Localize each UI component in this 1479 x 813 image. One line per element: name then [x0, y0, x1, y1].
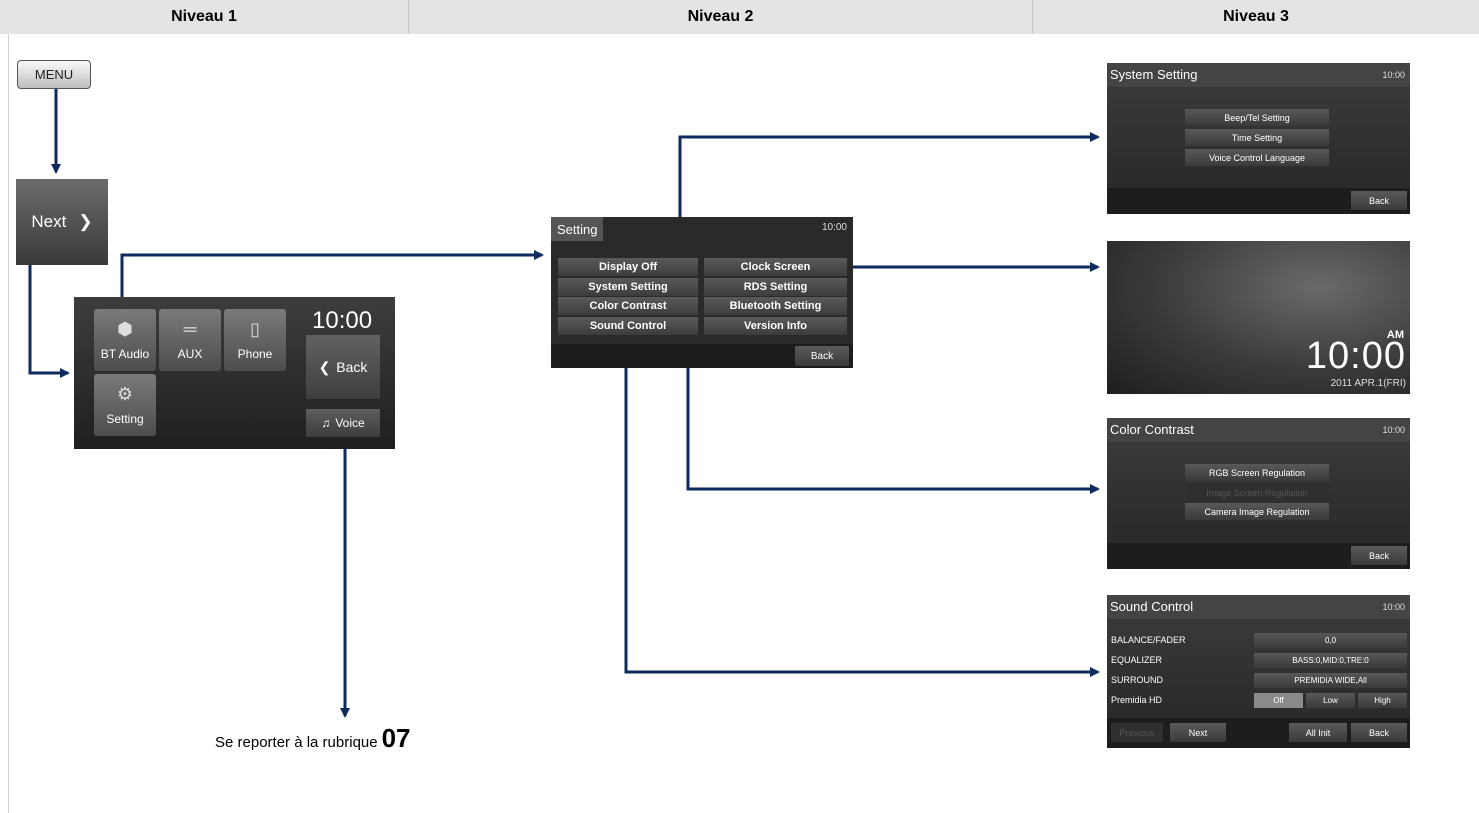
color-contrast-screen: Color Contrast 10:00 RGB Screen Regulati…	[1107, 418, 1410, 569]
balance-fader-value[interactable]: 0,0	[1254, 633, 1407, 648]
color-contrast-button[interactable]: Color Contrast	[558, 297, 698, 315]
sound-control-button[interactable]: Sound Control	[558, 317, 698, 335]
next-button[interactable]: Next	[1170, 723, 1226, 742]
tile-setting[interactable]: ⚙ Setting	[94, 374, 156, 436]
menu-button[interactable]: MENU	[17, 60, 91, 89]
header-level-1: Niveau 1	[0, 0, 409, 34]
back-label: Back	[336, 359, 368, 375]
version-info-button[interactable]: Version Info	[704, 317, 847, 335]
back-button[interactable]: Back	[1351, 546, 1407, 565]
back-button[interactable]: Back	[1351, 723, 1407, 742]
caption-text: Se reporter à la rubrique	[215, 734, 378, 751]
tile-aux[interactable]: ═ AUX	[159, 309, 221, 371]
clock-screen: AM 10:00 2011 APR.1(FRI)	[1107, 241, 1410, 394]
tile-label: Phone	[237, 347, 273, 361]
left-border	[8, 34, 9, 813]
voice-icon: ♫	[321, 416, 331, 430]
caption: Se reporter à la rubrique 07	[215, 723, 411, 754]
screen-titlebar	[1107, 595, 1410, 619]
hd-high-option[interactable]: High	[1358, 693, 1407, 708]
phone-icon: ▯	[250, 319, 260, 339]
tile-bt-audio[interactable]: ⬢ BT Audio	[94, 309, 156, 371]
screen-title: Sound Control	[1110, 599, 1194, 614]
setting-screen: Setting 10:00 Display Off System Setting…	[551, 217, 853, 368]
clock-ampm: AM	[1386, 329, 1404, 341]
clock-date: 2011 APR.1(FRI)	[1330, 378, 1406, 389]
all-init-button[interactable]: All Init	[1289, 723, 1347, 742]
arrow-color-contrast	[686, 318, 1100, 494]
arrow-next-to-home	[28, 265, 70, 378]
bluetooth-icon: ⬢	[117, 319, 133, 339]
sound-control-screen: Sound Control 10:00 BALANCE/FADER 0,0 EQ…	[1107, 595, 1410, 748]
back-button[interactable]: Back	[1351, 191, 1407, 210]
equalizer-label: EQUALIZER	[1111, 655, 1163, 665]
clock-screen-button[interactable]: Clock Screen	[704, 258, 847, 276]
chevron-right-icon: ❯	[78, 212, 93, 231]
screen-time: 10:00	[821, 222, 847, 233]
previous-button: Previous	[1111, 723, 1163, 742]
camera-image-regulation-button[interactable]: Camera Image Regulation	[1185, 503, 1329, 520]
voice-button[interactable]: ♫ Voice	[306, 409, 380, 437]
header-level-2: Niveau 2	[409, 0, 1033, 34]
caption-number: 07	[381, 723, 411, 753]
hd-off-option[interactable]: Off	[1254, 693, 1303, 708]
screen-title: System Setting	[1110, 67, 1198, 82]
screen-title: Color Contrast	[1110, 422, 1194, 437]
gear-icon: ⚙	[116, 384, 134, 404]
image-screen-regulation-button: Image Screen Regulation	[1185, 484, 1329, 501]
clock-time: 10:00	[312, 307, 373, 334]
beep-tel-setting-button[interactable]: Beep/Tel Setting	[1185, 109, 1329, 126]
voice-control-language-button[interactable]: Voice Control Language	[1185, 149, 1329, 166]
chevron-left-icon: ❮	[318, 358, 331, 375]
next-button[interactable]: Next ❯	[16, 179, 108, 265]
premidia-hd-label: Premidia HD	[1111, 695, 1163, 705]
screen-time: 10:00	[1382, 70, 1405, 80]
screen-time: 10:00	[1382, 425, 1405, 435]
surround-label: SURROUND	[1111, 675, 1164, 685]
next-label: Next	[31, 212, 67, 231]
tile-phone[interactable]: ▯ Phone	[224, 309, 286, 371]
rds-setting-button[interactable]: RDS Setting	[704, 278, 847, 296]
system-setting-button[interactable]: System Setting	[558, 278, 698, 296]
header-level-3: Niveau 3	[1033, 0, 1479, 34]
voice-label: Voice	[335, 416, 365, 430]
back-button[interactable]: ❮ Back	[306, 335, 380, 399]
aux-cable-icon: ═	[183, 319, 197, 339]
equalizer-value[interactable]: BASS:0,MID:0,TRE:0	[1254, 653, 1407, 668]
screen-titlebar	[1107, 418, 1410, 442]
clock-time: 10:00	[1305, 335, 1406, 377]
time-setting-button[interactable]: Time Setting	[1185, 129, 1329, 146]
hd-low-option[interactable]: Low	[1306, 693, 1355, 708]
arrow-sound-control	[624, 333, 1100, 677]
screen-titlebar	[1107, 63, 1410, 87]
screen-time: 10:00	[1382, 602, 1405, 612]
screen-title: Setting	[551, 217, 604, 241]
surround-value[interactable]: PREMIDIA WIDE,All	[1254, 673, 1407, 688]
tile-label: BT Audio	[100, 347, 150, 361]
tile-label: AUX	[177, 347, 203, 361]
display-off-button[interactable]: Display Off	[558, 258, 698, 276]
home-screen: ⬢ BT Audio ═ AUX ▯ Phone ⚙ Setting 10:00…	[74, 297, 395, 449]
balance-fader-label: BALANCE/FADER	[1111, 635, 1186, 645]
rgb-screen-regulation-button[interactable]: RGB Screen Regulation	[1185, 464, 1329, 481]
tile-label: Setting	[106, 412, 144, 426]
bluetooth-setting-button[interactable]: Bluetooth Setting	[704, 297, 847, 315]
back-button[interactable]: Back	[795, 346, 849, 366]
system-setting-screen: System Setting 10:00 Beep/Tel Setting Ti…	[1107, 63, 1410, 214]
